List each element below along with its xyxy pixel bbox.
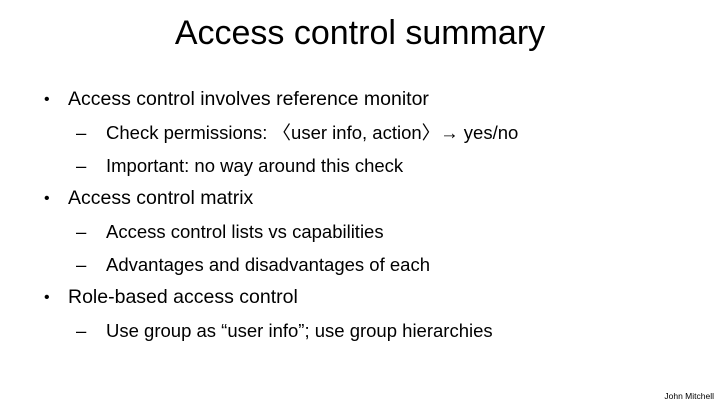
list-item: • Role-based access control (28, 281, 696, 314)
list-item-label: Important: no way around this check (106, 155, 404, 176)
list-item-label: Use group as “user info”; use group hier… (106, 320, 493, 341)
dash-glyph: – (76, 221, 87, 242)
list-item: • Access control matrix (28, 182, 696, 215)
dash-glyph: – (76, 254, 87, 275)
list-item: – Access control lists vs capabilities (28, 215, 696, 248)
list-item-label: Role-based access control (68, 286, 298, 308)
dash-glyph: – (76, 320, 87, 341)
list-item-label: Access control involves reference monito… (68, 88, 429, 110)
slide-body: • Access control involves reference moni… (28, 83, 696, 347)
bullet-glyph: • (44, 91, 50, 108)
list-item-label: Check permissions: 〈user info, action〉→ … (106, 122, 519, 143)
list-item-label: Advantages and disadvantages of each (106, 254, 430, 275)
list-item: – Important: no way around this check (28, 149, 696, 182)
dash-glyph: – (76, 122, 87, 143)
page-title: Access control summary (174, 14, 546, 52)
dash-glyph: – (76, 155, 87, 176)
list-item-label: Access control matrix (68, 187, 254, 209)
bullet-glyph: • (44, 289, 50, 306)
list-item: – Use group as “user info”; use group hi… (28, 314, 696, 347)
author-credit: John Mitchell (664, 391, 714, 401)
list-item: • Access control involves reference moni… (28, 83, 696, 116)
list-item: – Check permissions: 〈user info, action〉… (28, 116, 696, 149)
bullet-glyph: • (44, 190, 50, 207)
list-item: – Advantages and disadvantages of each (28, 248, 696, 281)
list-item-label: Access control lists vs capabilities (106, 221, 384, 242)
